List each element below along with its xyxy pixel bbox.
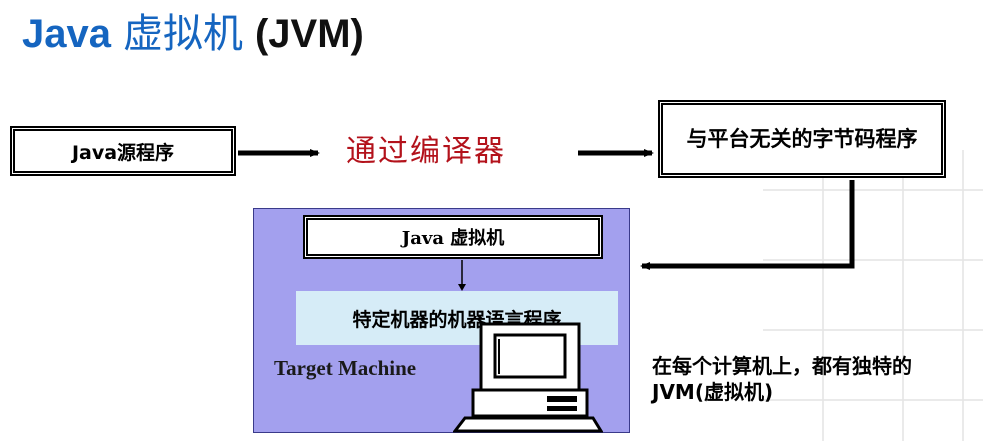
arrow-bytecode-to-target [640, 180, 855, 270]
java-source-box: Java源程序 [10, 126, 236, 176]
title-java: Java [22, 12, 111, 56]
arrow-jvm-to-machine-code-head [458, 284, 466, 291]
jvm-label: Java 虚拟机 [401, 228, 505, 249]
jvm-note: 在每个计算机上，都有独特的JVM(虚拟机) [652, 354, 912, 404]
bytecode-label: 与平台无关的字节码程序 [686, 127, 918, 151]
title-jvm: (JVM) [254, 12, 364, 56]
computer-terminal-icon [453, 322, 603, 433]
jvm-box: Java 虚拟机 [303, 215, 603, 259]
compiler-label: 通过编译器 [346, 134, 506, 169]
bytecode-box: 与平台无关的字节码程序 [658, 100, 946, 178]
java-source-label: Java源程序 [71, 141, 175, 164]
title-virtual-machine: 虚拟机 [122, 11, 243, 57]
target-machine-label: Target Machine [274, 356, 417, 380]
background-grid [763, 150, 983, 441]
